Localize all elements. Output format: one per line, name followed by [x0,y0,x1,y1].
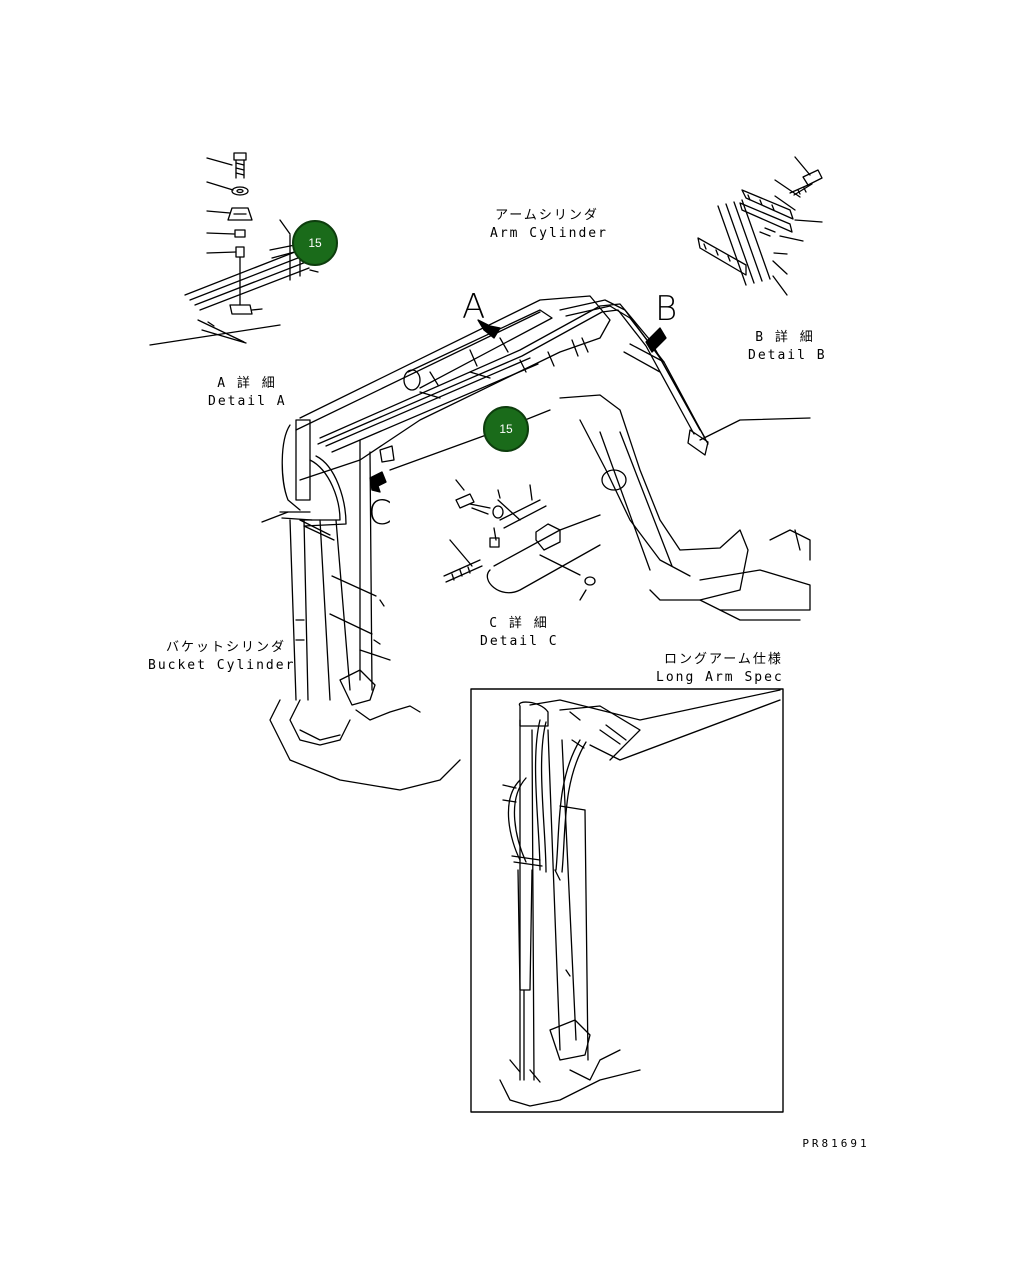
long-arm-label-en: Long Arm Spec [656,670,784,685]
long-arm-inset-drawing [470,688,784,1113]
long-arm-label-jp: ロングアーム仕様 [664,652,783,667]
part-callout-15-detail-a[interactable]: 15 [292,220,338,266]
part-callout-15-main[interactable]: 15 [483,406,529,452]
detail-b-label-en: Detail B [748,348,827,363]
detail-b-drawing [697,156,823,296]
arm-cylinder-label-en: Arm Cylinder [490,226,608,241]
bucket-cylinder-label-jp: バケットシリンダ [166,640,287,655]
view-c-marker: C [368,493,392,533]
arm-cylinder-label-jp: アームシリンダ [495,208,599,223]
view-b-marker: B [655,289,678,329]
bucket-cylinder-label-en: Bucket Cylinder [148,658,296,673]
detail-a-label-jp: A 詳 細 [217,376,277,391]
main-arm-drawing [261,295,811,791]
detail-a-drawing [149,152,319,346]
detail-c-label-jp: C 詳 細 [489,616,549,631]
detail-c-drawing [443,479,601,601]
detail-b-label-jp: B 詳 細 [755,330,815,345]
detail-c-label-en: Detail C [480,634,559,649]
detail-a-label-en: Detail A [208,394,287,409]
drawing-number: PR81691 [802,1137,870,1150]
view-a-marker: A [462,287,486,327]
